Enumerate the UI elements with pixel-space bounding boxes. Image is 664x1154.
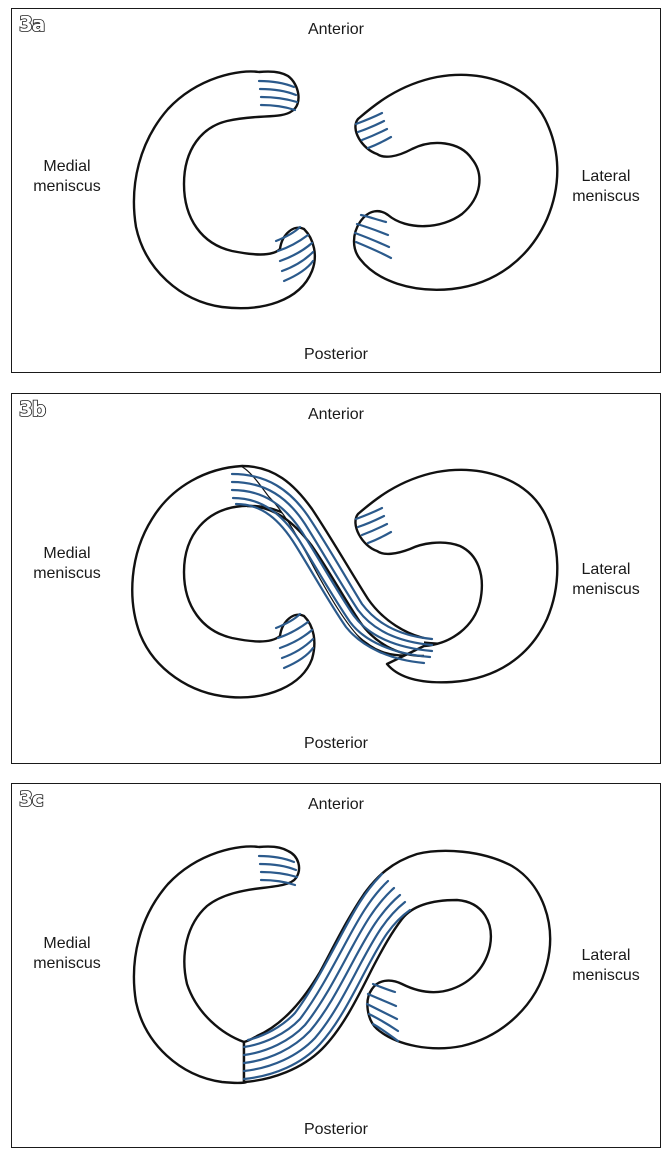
meniscus-illustration: [12, 394, 662, 764]
diagram-panel-3a: 3a Anterior Medial meniscus Lateral meni…: [11, 8, 661, 373]
meniscus-illustration: [12, 784, 662, 1154]
lateral-meniscus-shape: [354, 75, 557, 290]
diagram-panel-3c: 3c Anterior Medial meniscus Lateral meni…: [11, 783, 661, 1148]
meniscus-illustration: [12, 9, 662, 379]
diagram-panel-3b: 3b Anterior Medial meniscus Lateral meni…: [11, 393, 661, 764]
